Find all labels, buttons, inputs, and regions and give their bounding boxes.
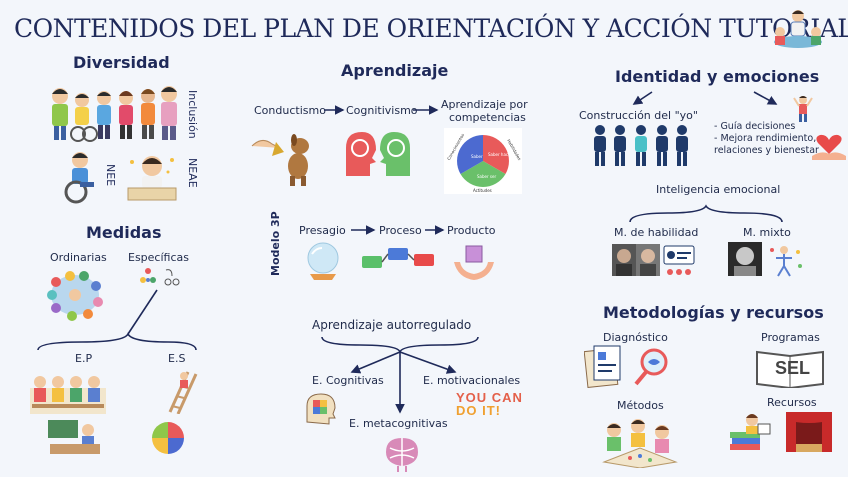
process-blocks-icon xyxy=(362,248,434,268)
autorregulado-label: Aprendizaje autorregulado xyxy=(312,318,472,332)
programas-label: Programas xyxy=(761,331,820,344)
recursos-label: Recursos xyxy=(767,396,817,409)
sel-book-icon: SEL xyxy=(755,348,825,388)
construccion-label: Construcción del "yo" xyxy=(579,109,698,122)
heart-hands-icon xyxy=(812,134,846,160)
you-can-do-it-text: YOU CAN DO IT! xyxy=(456,391,523,417)
motivacionales-label: E. motivacionales xyxy=(423,374,521,387)
presagio-label: Presagio xyxy=(299,224,346,237)
m-mixto-label: M. mixto xyxy=(743,226,791,239)
nee-label: NEE xyxy=(104,164,117,187)
cognitivas-label: E. Cognitivas xyxy=(312,374,384,387)
producto-label: Producto xyxy=(447,224,496,237)
group-circle-icon xyxy=(47,271,103,321)
youcan-line-1: YOU CAN xyxy=(456,390,523,405)
books-reading-icon xyxy=(730,414,771,450)
inteligencia-emocional-label: Inteligencia emocional xyxy=(656,183,781,196)
page-title: CONTENIDOS DEL PLAN DE ORIENTACIÓN Y ACC… xyxy=(14,14,848,43)
diverse-children-icon xyxy=(52,86,177,142)
competencias-label-1: Aprendizaje por xyxy=(441,98,528,111)
ladder-climb-icon xyxy=(168,371,198,414)
wheel-actitudes: Actitudes xyxy=(473,188,492,193)
wheel-saber-ser: Saber ser xyxy=(477,174,496,179)
puzzle-head-icon xyxy=(306,393,336,425)
inclusion-label: Inclusión xyxy=(186,90,199,139)
metodologias-heading: Metodologías y recursos xyxy=(603,303,824,322)
pie-puzzle-icon xyxy=(152,422,184,454)
diversidad-heading: Diversidad xyxy=(73,53,170,72)
cognitivismo-label: Cognitivismo xyxy=(346,104,418,117)
diagnostic-clipboard-icon xyxy=(584,345,668,388)
neae-label: NEAE xyxy=(186,158,199,188)
wheelchair-child-icon xyxy=(64,152,94,204)
dog-bell-icon xyxy=(251,134,309,186)
relaciones-bienestar-text: relaciones y bienestar xyxy=(714,145,819,156)
habilidad-photos-icon xyxy=(612,244,695,276)
brain-heads-icon xyxy=(346,132,410,176)
ordinarias-label: Ordinarias xyxy=(50,251,107,264)
mejora-rendimiento-text: - Mejora rendimiento, xyxy=(714,133,817,144)
diagnostico-label: Diagnóstico xyxy=(603,331,668,344)
brain-network-icon xyxy=(386,438,418,472)
conductismo-label: Conductismo xyxy=(254,104,326,117)
competencies-wheel: Saber Saber hacer Saber ser Conocimiento… xyxy=(444,128,522,194)
children-boardgame-icon xyxy=(602,419,678,468)
aprendizaje-heading: Aprendizaje xyxy=(341,61,449,80)
m-habilidad-label: M. de habilidad xyxy=(614,226,699,239)
wheel-saber: Saber xyxy=(471,154,483,159)
ep-label: E.P xyxy=(75,352,93,365)
medidas-heading: Medidas xyxy=(86,223,162,242)
modelo-3p-label: Modelo 3P xyxy=(269,211,282,276)
sel-text: SEL xyxy=(775,358,811,378)
crystal-ball-icon xyxy=(307,242,339,280)
studying-child-icon xyxy=(127,156,177,201)
competencias-label-2: competencias xyxy=(449,111,526,124)
metacognitivas-label: E. metacognitivas xyxy=(349,417,448,430)
wheel-saber-hacer: Saber hacer xyxy=(488,152,513,157)
classroom-students-icon xyxy=(30,376,106,414)
theater-stage-icon xyxy=(786,412,832,452)
youcan-line-2: DO IT! xyxy=(456,403,501,418)
kid-celebrating-icon xyxy=(793,96,813,122)
mixto-photo-icon xyxy=(728,242,802,277)
product-hands-icon xyxy=(454,245,494,280)
teacher-desk-icon xyxy=(48,420,100,454)
people-group-icon xyxy=(594,125,688,166)
especificas-label: Específicas xyxy=(128,251,189,264)
metodos-label: Métodos xyxy=(617,399,664,412)
specific-measures-icon xyxy=(140,268,180,286)
proceso-label: Proceso xyxy=(379,224,422,237)
identidad-heading: Identidad y emociones xyxy=(615,67,820,86)
teacher-students-icon xyxy=(774,10,822,48)
es-label: E.S xyxy=(168,352,186,365)
guia-decisiones-text: - Guía decisiones xyxy=(714,121,796,132)
